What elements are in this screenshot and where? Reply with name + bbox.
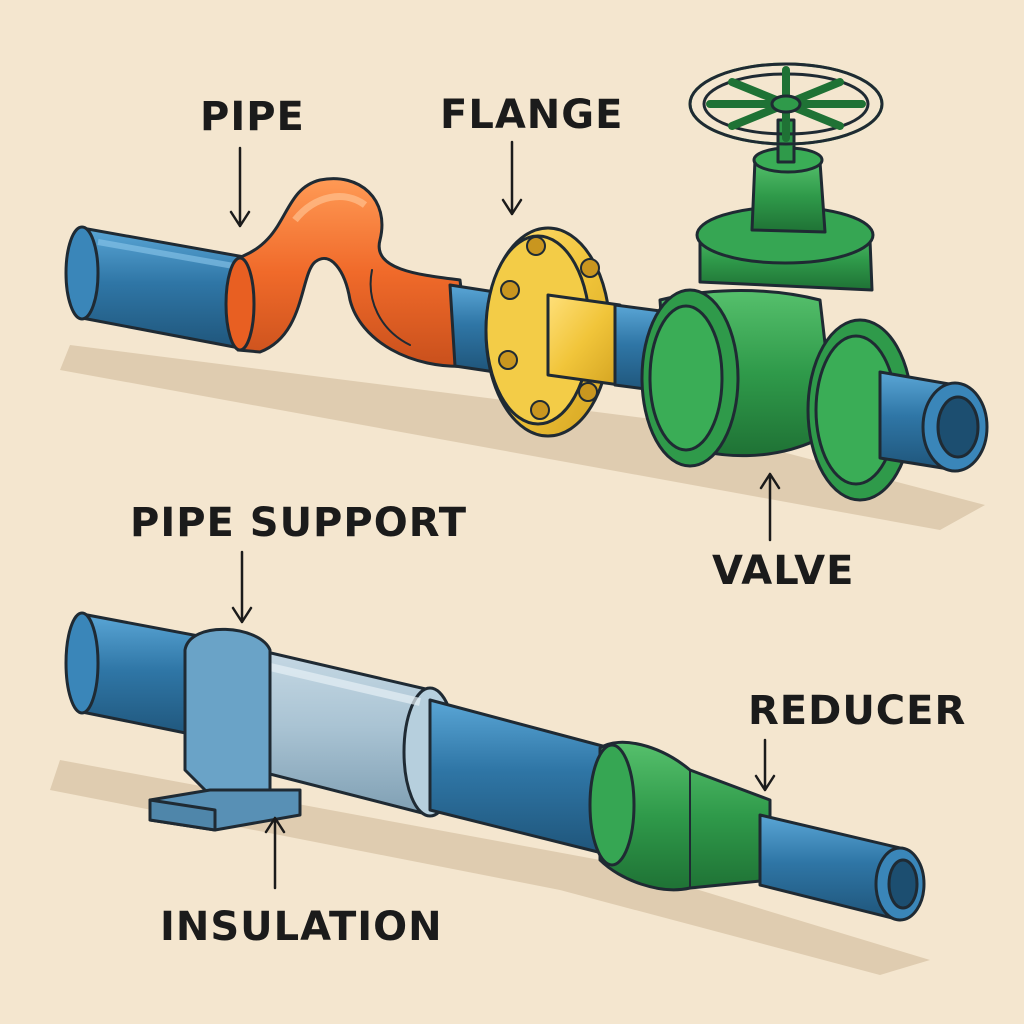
pipe-support-arrow: [231, 550, 253, 624]
annotation-arrows: [229, 140, 781, 890]
label-reducer: REDUCER: [748, 688, 966, 734]
reducer-arrow: [754, 738, 776, 792]
bottom-mid-pipe: [428, 698, 612, 857]
label-insulation: INSULATION: [160, 904, 443, 950]
reducer-outlet-pipe: [758, 813, 926, 922]
insulation-arrow: [264, 816, 286, 890]
top-left-pipe: [64, 225, 252, 352]
reducer: [588, 740, 772, 892]
pipe-support: [148, 627, 302, 832]
valve-arrow: [759, 472, 781, 542]
valve-outlet-pipe: [878, 370, 989, 473]
label-flange: FLANGE: [440, 92, 623, 138]
label-pipe: PIPE: [200, 94, 305, 140]
pipe-arrow: [229, 146, 251, 228]
flange: [484, 226, 622, 438]
orange-bend-pipe: [224, 177, 472, 368]
gate-valve: [640, 62, 914, 502]
flange-arrow: [501, 140, 523, 216]
label-pipe-support: PIPE SUPPORT: [130, 500, 467, 546]
label-valve: VALVE: [712, 548, 854, 594]
